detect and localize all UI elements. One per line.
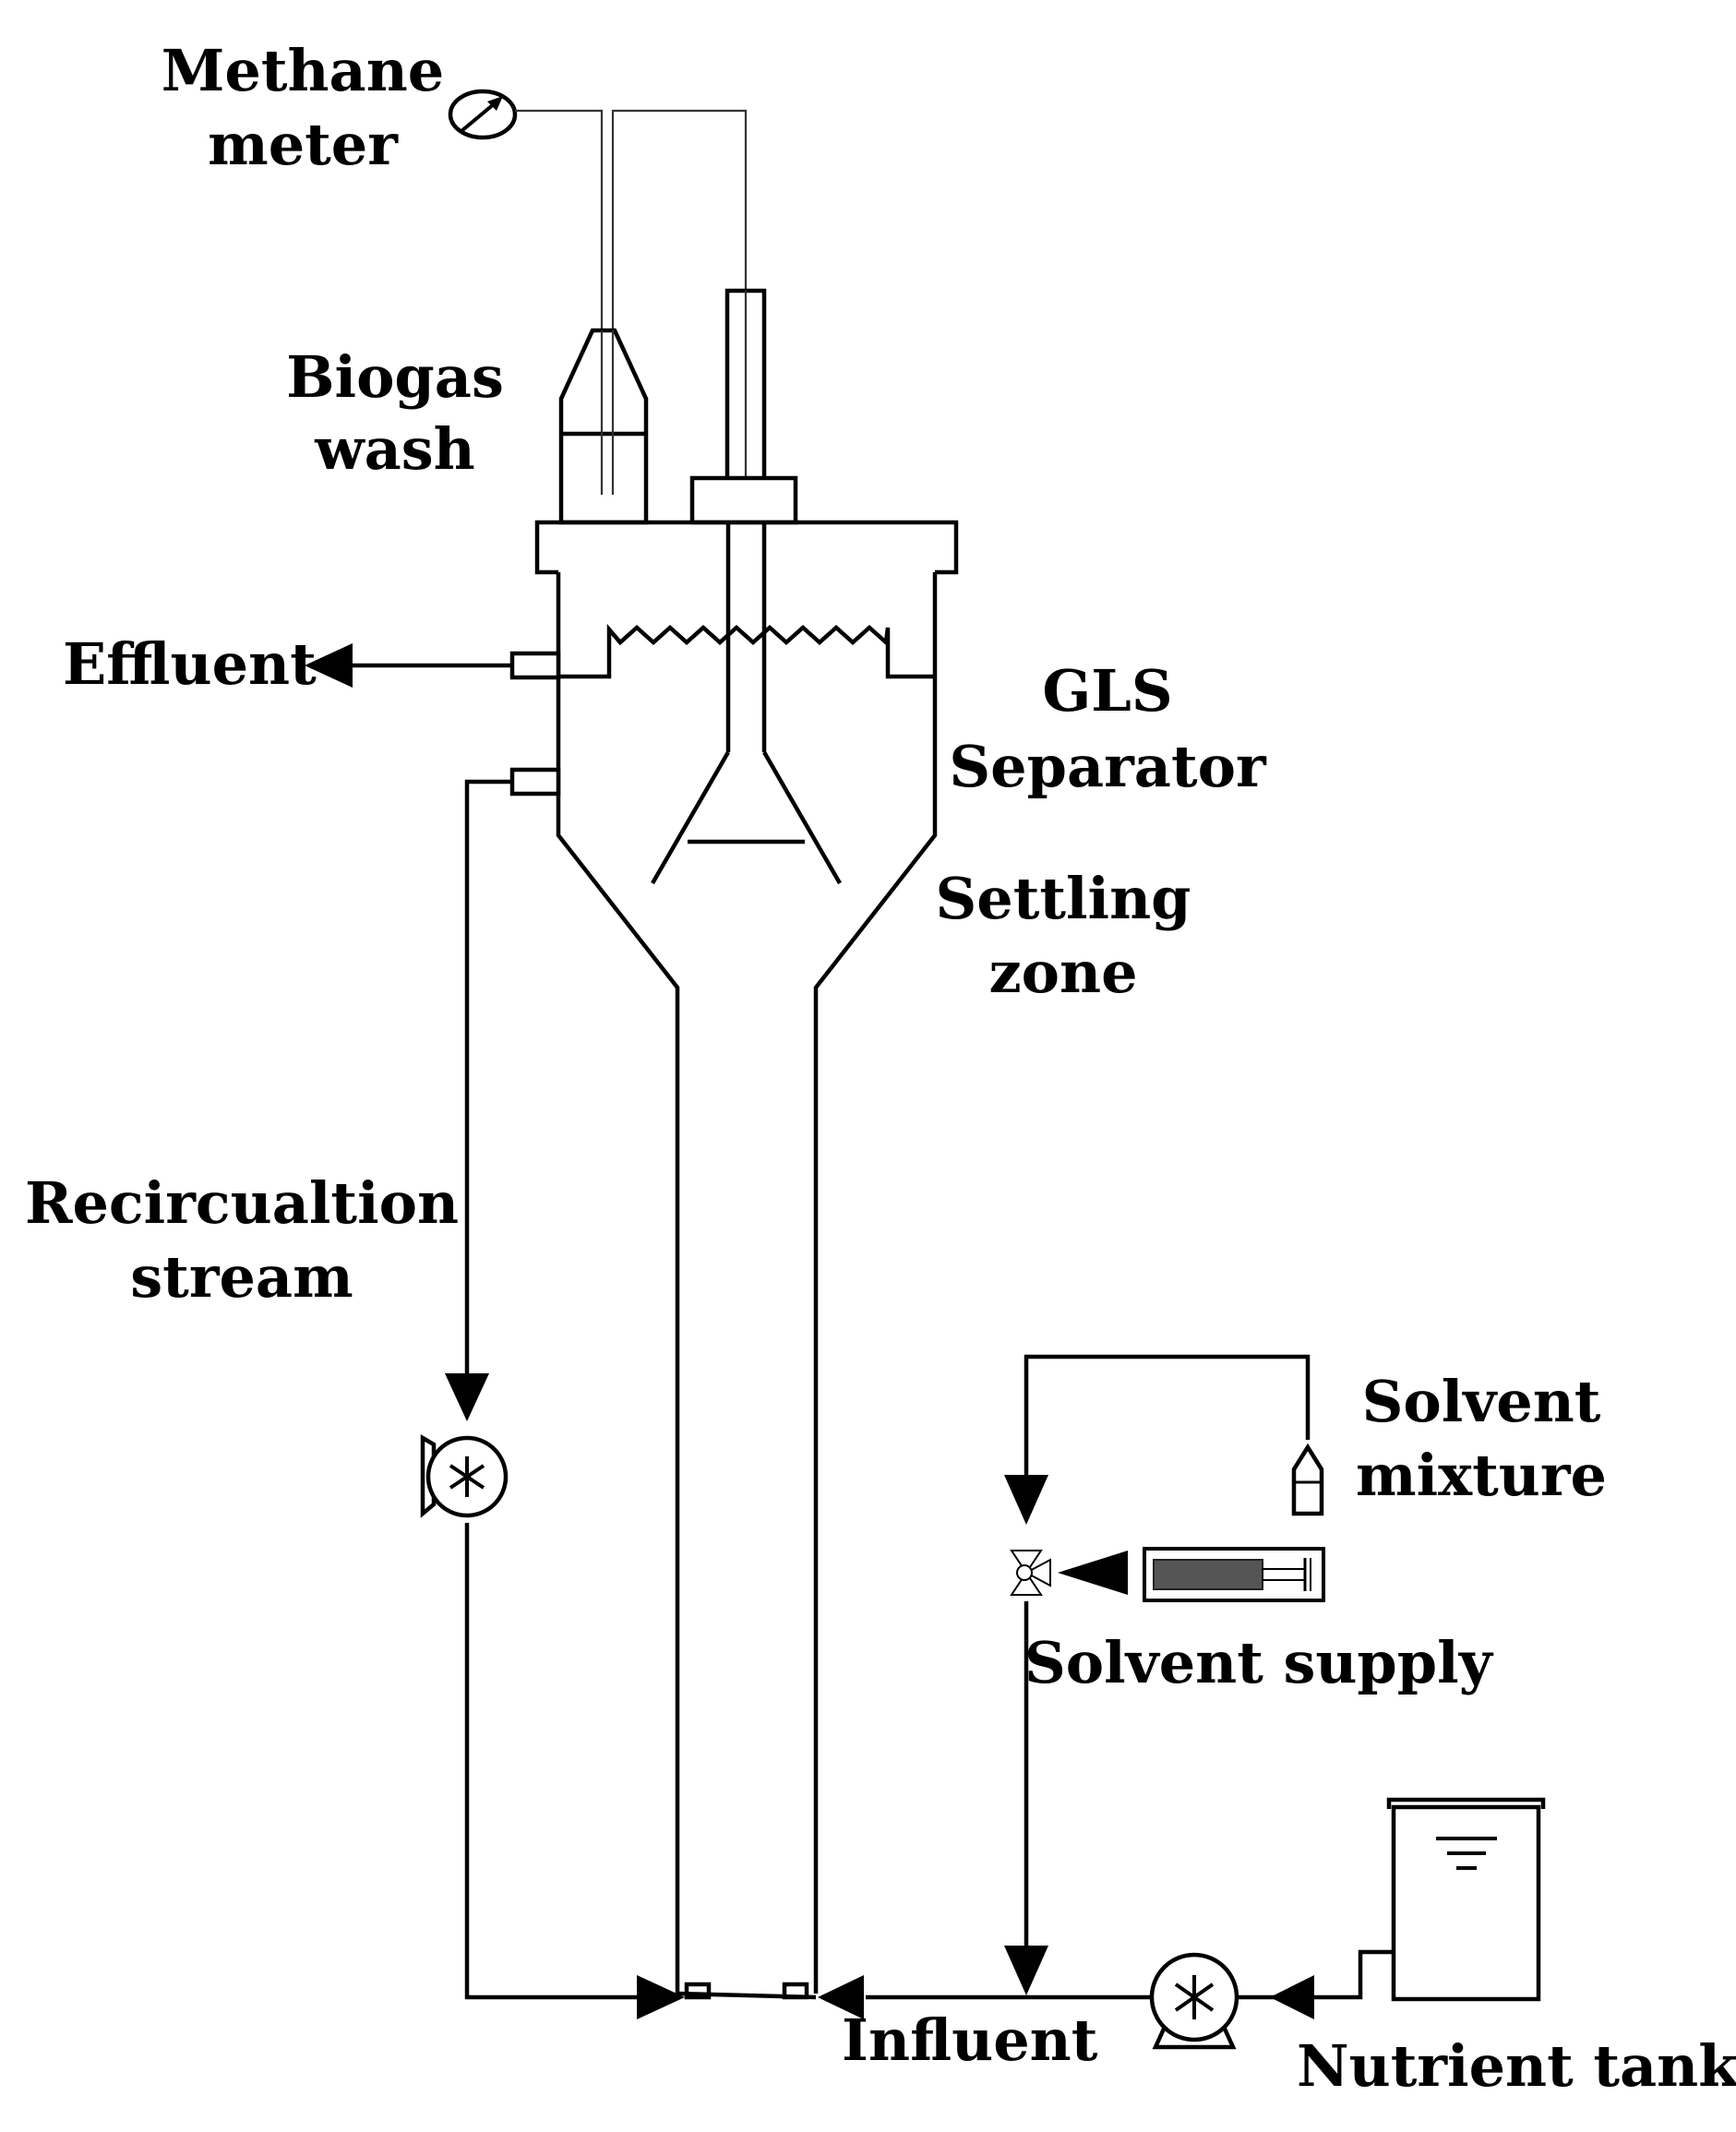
nutrient-tank-icon bbox=[1386, 1797, 1546, 2002]
gls-separator-label-line1: GLS bbox=[1042, 657, 1172, 725]
settling-zone-label-line1: Settling bbox=[935, 865, 1191, 932]
recirculation-stream-label-line1: Recircualtion bbox=[25, 1169, 459, 1237]
solvent-mixture-label-line1: Solvent bbox=[1362, 1368, 1601, 1435]
three-way-valve-icon bbox=[1010, 1550, 1051, 1596]
solvent-arrow-down-icon bbox=[1004, 1475, 1048, 1525]
methane-meter-icon bbox=[448, 89, 518, 140]
gas-outlet-pipe bbox=[689, 288, 798, 525]
solvent-line bbox=[1004, 1354, 1311, 1995]
effluent-label: Effluent bbox=[63, 630, 317, 698]
solvent-supply-label: Solvent supply bbox=[1024, 1629, 1494, 1696]
syringe-pump-icon bbox=[1143, 1547, 1325, 1602]
effluent-arrow-icon bbox=[305, 643, 353, 688]
recirculation-stream-label-line2: stream bbox=[130, 1243, 353, 1311]
feed-pump-icon bbox=[1149, 1952, 1239, 2050]
recirculation-line bbox=[445, 779, 685, 2019]
methane-meter-label-line2: meter bbox=[208, 111, 399, 178]
solvent-inlet-arrow-icon bbox=[1004, 1946, 1048, 1995]
nutrient-arrow-icon bbox=[1270, 1975, 1314, 2019]
biogas-wash-bottle bbox=[558, 328, 649, 525]
syringe-arrow-icon bbox=[1058, 1551, 1128, 1595]
influent-line bbox=[818, 1949, 1394, 2019]
influent-label: Influent bbox=[842, 2006, 1098, 2074]
gls-separator-label-line2: Separator bbox=[949, 733, 1267, 800]
nutrient-tank-label: Nutrient tank bbox=[1297, 2032, 1736, 2100]
influent-arrow-icon bbox=[818, 1975, 864, 2019]
solvent-mixture-label-line2: mixture bbox=[1356, 1442, 1607, 1509]
biogas-wash-label-line2: wash bbox=[314, 415, 475, 483]
effluent-line bbox=[305, 643, 512, 688]
recirculation-arrow-down-icon bbox=[445, 1373, 489, 1421]
recirculation-pump-icon bbox=[420, 1434, 509, 1518]
settling-zone-label-line2: zone bbox=[988, 939, 1137, 1006]
reactor-vessel bbox=[509, 520, 959, 2000]
solvent-mixture-vial-icon bbox=[1291, 1443, 1324, 1516]
recirculation-inlet-arrow-icon bbox=[637, 1975, 685, 2019]
methane-meter-label-line1: Methane bbox=[162, 37, 445, 104]
biogas-wash-label-line1: Biogas bbox=[286, 343, 504, 411]
